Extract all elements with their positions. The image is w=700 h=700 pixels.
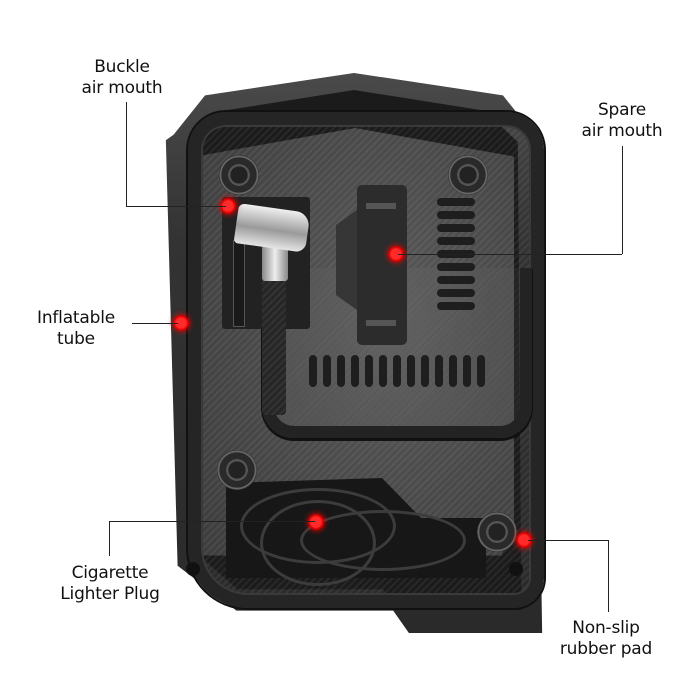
label-line: Lighter Plug (60, 584, 160, 604)
spare-air-mouth-slot (357, 185, 407, 345)
rubber-foot (448, 155, 488, 195)
marker-non-slip-rubber-pad (516, 532, 532, 548)
bottom-vent-slots (309, 355, 485, 387)
leader-line-cigarette (109, 521, 315, 522)
label-line: air mouth (81, 78, 163, 98)
marker-inflatable-tube (173, 315, 189, 331)
screw-hole (509, 562, 523, 576)
rubber-foot (217, 450, 257, 490)
leader-line-spare (622, 146, 623, 254)
leader-line-cigarette (109, 521, 110, 556)
label-line: Buckle (94, 57, 150, 77)
label-line: Inflatable (37, 308, 115, 328)
leader-line-inflatable-tube (132, 323, 178, 324)
rubber-foot (477, 512, 517, 552)
inflatable-tube-stem (262, 275, 286, 415)
spare-clip-bottom (366, 320, 396, 326)
rubber-foot (219, 155, 259, 195)
label-line: Non-slip (572, 618, 640, 638)
label-cigarette-lighter-plug: Cigarette Lighter Plug (52, 563, 168, 605)
marker-spare-air-mouth (388, 246, 404, 262)
screw-hole (186, 562, 200, 576)
leader-line-spare (398, 254, 622, 255)
leader-line-non-slip (608, 540, 609, 612)
label-line: Spare (597, 100, 647, 120)
label-line: air mouth (581, 121, 663, 141)
spare-clip-top (366, 203, 396, 209)
marker-cigarette-lighter-plug (308, 514, 324, 530)
leader-line-buckle (126, 102, 127, 206)
label-spare-air-mouth: Spare air mouth (570, 100, 674, 142)
label-line: rubber pad (559, 639, 653, 659)
label-line: tube (57, 329, 95, 349)
power-cord-coil (260, 500, 376, 586)
buckle-chuck-neck (262, 245, 288, 281)
leader-line-buckle (126, 206, 226, 207)
label-buckle-air-mouth: Buckle air mouth (72, 57, 172, 99)
marker-buckle-air-mouth (220, 198, 236, 214)
leader-line-non-slip (528, 540, 608, 541)
buckle-chuck-lever (233, 240, 245, 327)
label-line: Cigarette (71, 563, 149, 583)
label-non-slip-rubber-pad: Non-slip rubber pad (548, 618, 664, 660)
label-inflatable-tube: Inflatable tube (26, 308, 126, 350)
